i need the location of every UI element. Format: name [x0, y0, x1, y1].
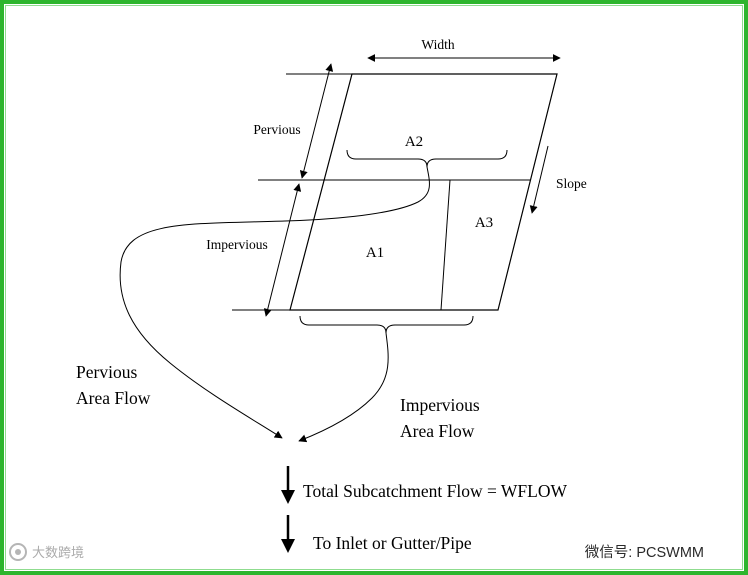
- subcatchment-schematic-diagram: Width Pervious Impervious Slope A2 A1 A3…: [9, 37, 704, 561]
- width-label: Width: [421, 37, 454, 52]
- pervious-area-flow-label-line1: Pervious: [76, 362, 137, 382]
- impervious-area-flow-label-line1: Impervious: [400, 395, 480, 415]
- watermark-logo-dot-icon: [15, 549, 21, 555]
- subcatchment-parallelogram: [289, 73, 558, 311]
- a1-a3-divider-line: [440, 179, 451, 311]
- pervious-dimension-label: Pervious: [253, 122, 300, 137]
- pervious-dimension-arrow: [299, 63, 334, 179]
- total-subcatchment-flow-label: Total Subcatchment Flow = WFLOW: [303, 481, 567, 501]
- area-a1-label: A1: [366, 245, 384, 261]
- pervious-flow-curve: [119, 166, 430, 439]
- pervious-area-flow-label-line2: Area Flow: [76, 388, 151, 408]
- area-a3-label: A3: [475, 215, 493, 231]
- wechat-id-label: 微信号: PCSWMM: [585, 544, 704, 561]
- impervious-dimension-label: Impervious: [206, 237, 268, 252]
- outlet-label: To Inlet or Gutter/Pipe: [313, 533, 472, 553]
- impervious-brace: [299, 315, 474, 334]
- watermark-text: 大数跨境: [32, 545, 84, 560]
- total-flow-arrowhead-icon: [281, 490, 295, 504]
- impervious-dimension-arrow: [263, 183, 302, 317]
- a2-brace: [346, 149, 508, 168]
- impervious-area-flow-label-line2: Area Flow: [400, 421, 475, 441]
- area-a2-label: A2: [405, 134, 423, 150]
- outlet-arrowhead-icon: [281, 539, 295, 553]
- watermark: 大数跨境: [9, 543, 84, 561]
- slope-arrow: [529, 145, 549, 214]
- impervious-flow-curve: [298, 332, 389, 443]
- watermark-logo-icon: [9, 543, 27, 561]
- slope-label: Slope: [556, 176, 587, 191]
